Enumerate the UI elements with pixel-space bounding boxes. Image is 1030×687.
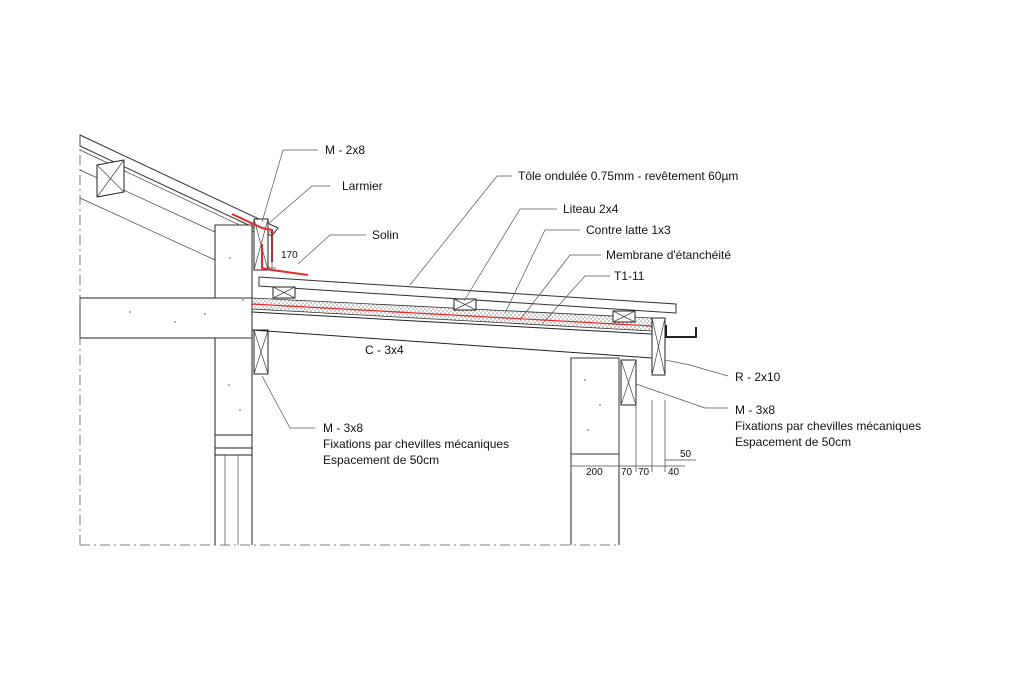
label-m-2x8: M - 2x8 xyxy=(325,143,365,157)
section-cut-lines xyxy=(79,135,619,546)
leader-lines xyxy=(261,149,729,429)
step-flashing xyxy=(261,244,309,276)
label-m-3x8-right-line1: M - 3x8 xyxy=(735,403,775,417)
dim-200: 200 xyxy=(586,467,603,478)
lower-roof-assembly xyxy=(251,276,677,359)
label-contre-latte: Contre latte 1x3 xyxy=(586,223,671,237)
label-m-3x8-left-line2: Fixations par chevilles mécaniques xyxy=(323,437,509,451)
label-solin: Solin xyxy=(372,228,399,242)
dim-40: 40 xyxy=(668,467,680,478)
label-m-3x8-left-line3: Espacement de 50cm xyxy=(323,453,439,467)
left-concrete-wall xyxy=(79,224,253,545)
gutter xyxy=(665,325,697,338)
label-c-3x4: C - 3x4 xyxy=(365,343,404,357)
label-m-3x8-left-line1: M - 3x8 xyxy=(323,421,363,435)
label-larmier: Larmier xyxy=(342,179,383,193)
dim-50: 50 xyxy=(680,449,692,460)
dim-70-a: 70 xyxy=(621,467,633,478)
label-m-3x8-right-line2: Fixations par chevilles mécaniques xyxy=(735,419,921,433)
dim-70-b: 70 xyxy=(638,467,650,478)
dim-170: 170 xyxy=(281,250,298,261)
label-r-2x10: R - 2x10 xyxy=(735,370,781,384)
right-wall-block xyxy=(620,359,637,406)
right-concrete-wall xyxy=(570,357,620,545)
dimension-lines xyxy=(268,231,696,472)
left-wall-block xyxy=(253,329,269,375)
fascia-board xyxy=(651,317,666,376)
upper-rafter-block xyxy=(96,159,125,198)
label-membrane: Membrane d'étanchéité xyxy=(606,248,731,262)
label-tole: Tôle ondulée 0.75mm - revêtement 60µm xyxy=(518,169,738,183)
label-m-3x8-right-line3: Espacement de 50cm xyxy=(735,435,851,449)
label-t1-11: T1-11 xyxy=(614,269,645,283)
label-liteau: Liteau 2x4 xyxy=(563,202,619,216)
